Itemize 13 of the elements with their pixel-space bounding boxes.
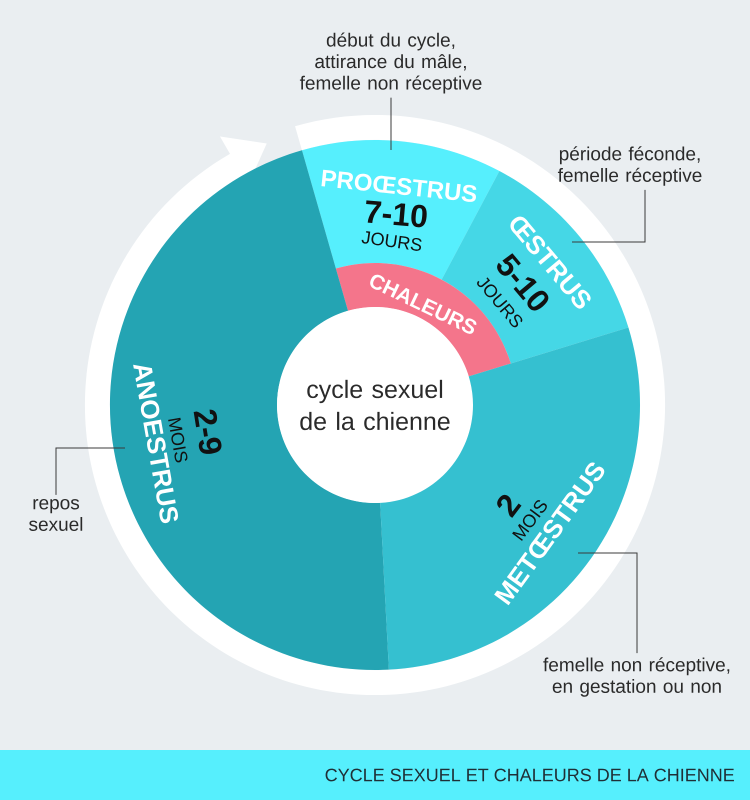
annotation-text: repos sexuel	[29, 499, 82, 531]
annotation-text: femelle non réceptive, en gestation ou non	[543, 657, 730, 697]
duration-unit: JOURS	[362, 231, 422, 251]
duration-number: 2-9	[194, 410, 222, 454]
leader-line	[578, 552, 638, 654]
caption-bar: CYCLE SEXUEL ET CHALEURS DE LA CHIENNE	[0, 750, 750, 800]
leader-line	[56, 448, 126, 496]
phase-name: PROŒSTRUS	[321, 170, 476, 202]
annotation-text: début du cycle, attirance du mâle, femelle non réceptive	[300, 32, 482, 94]
leader-line	[572, 189, 646, 242]
annotation-text: période féconde, femelle réceptive	[558, 146, 702, 186]
duration-number: 7-10	[366, 200, 427, 228]
leader-line	[390, 97, 392, 150]
